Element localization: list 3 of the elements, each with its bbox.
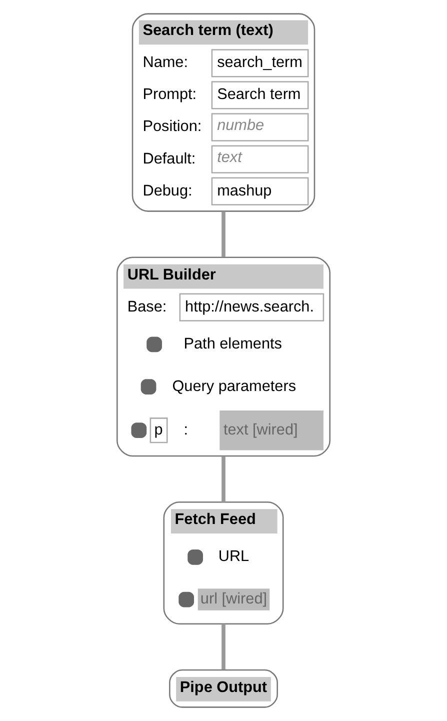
connector bbox=[222, 211, 226, 258]
connector bbox=[222, 624, 226, 670]
connector bbox=[222, 456, 226, 502]
